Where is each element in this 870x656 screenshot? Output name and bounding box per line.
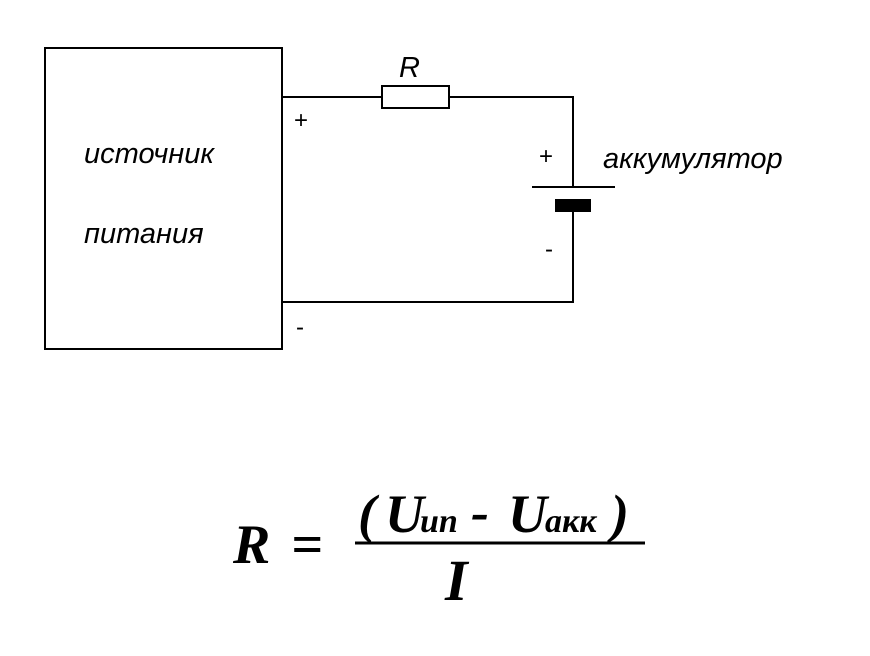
- resistor-label: R: [399, 52, 420, 84]
- battery-negative-plate: [555, 199, 591, 212]
- battery-label: аккумулятор: [603, 143, 783, 175]
- power-source-label-line2: питания: [84, 218, 204, 250]
- resistor: [381, 85, 450, 109]
- formula-u-battery: U: [508, 484, 550, 544]
- formula-minus: -: [471, 482, 489, 542]
- source-minus-sign: -: [296, 314, 304, 341]
- formula-u-battery-subscript: акк: [545, 503, 597, 540]
- battery-minus-sign: -: [545, 236, 553, 263]
- formula-u-source: U: [385, 484, 427, 544]
- formula-denominator: I: [444, 548, 470, 613]
- formula-equals: =: [291, 514, 323, 576]
- power-source-label-line1: источник: [84, 138, 215, 170]
- formula-u-source-subscript: ип: [420, 503, 458, 540]
- power-source-box: [44, 47, 283, 350]
- formula: R = ( U ип - U акк ) I: [232, 482, 645, 613]
- formula-open-paren: (: [358, 484, 380, 544]
- formula-close-paren: ): [606, 484, 629, 544]
- battery-plus-sign: +: [539, 143, 553, 170]
- source-plus-sign: +: [294, 107, 308, 134]
- formula-lhs: R: [232, 514, 270, 576]
